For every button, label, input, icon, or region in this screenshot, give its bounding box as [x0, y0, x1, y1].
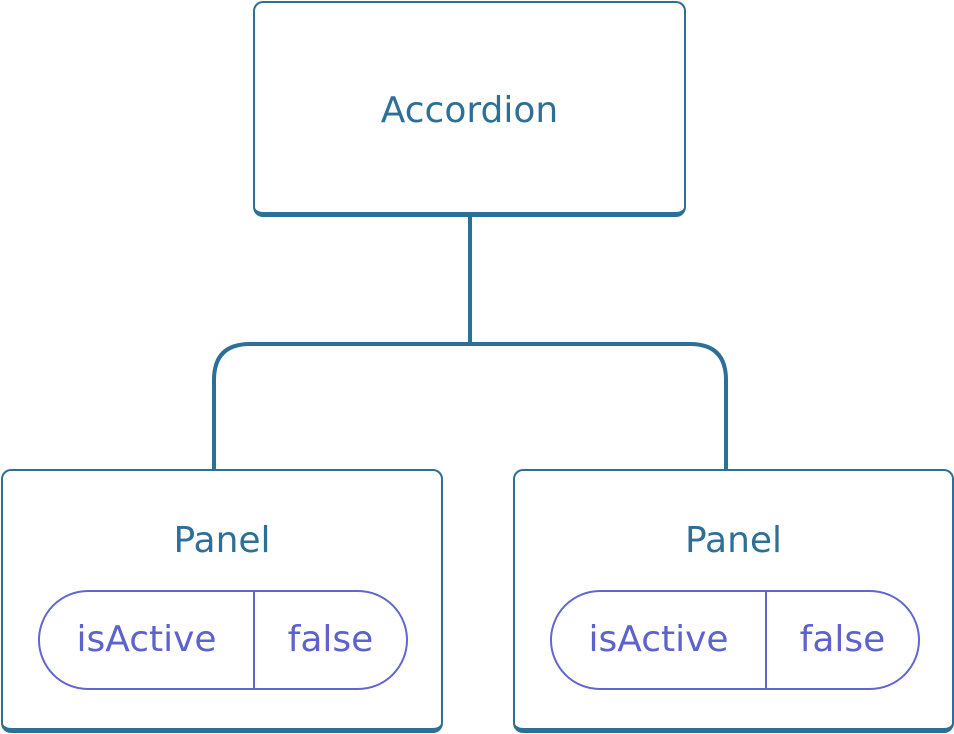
accordion-node: Accordion [253, 1, 686, 217]
panel-label: Panel [173, 520, 271, 561]
state-value: false [799, 619, 886, 660]
state-pill: isActive false [550, 590, 920, 690]
state-name: isActive [552, 592, 767, 688]
state-name: isActive [40, 592, 255, 688]
state-pill: isActive false [38, 590, 408, 690]
panel-node-2: Panel isActive false [513, 469, 954, 733]
panel-label: Panel [684, 520, 783, 561]
child-connector-branch [212, 342, 728, 470]
accordion-label: Accordion [380, 90, 559, 131]
panel-node-1: Panel isActive false [1, 469, 443, 733]
state-value: false [287, 619, 374, 660]
